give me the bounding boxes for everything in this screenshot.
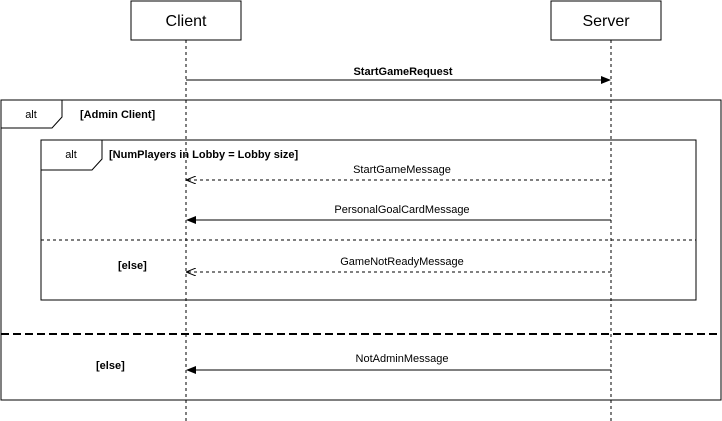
message-label: GameNotReadyMessage — [340, 256, 464, 268]
message-start-game-request: StartGameRequest — [186, 66, 611, 84]
message-label: PersonalGoalCardMessage — [334, 204, 469, 216]
inner-frame-guard: [NumPlayers in Lobby = Lobby size] — [109, 149, 299, 161]
message-label: StartGameRequest — [353, 66, 452, 78]
outer-alt-frame: alt [Admin Client] [else] — [0, 99, 722, 401]
server-participant-label: Server — [582, 13, 630, 30]
inner-alt-frame: alt [NumPlayers in Lobby = Lobby size] [… — [40, 139, 697, 301]
message-label: StartGameMessage — [353, 164, 451, 176]
inner-frame-tag: alt — [65, 149, 77, 161]
message-game-not-ready: GameNotReadyMessage — [187, 256, 611, 272]
message-personal-goal-card: PersonalGoalCardMessage — [186, 204, 611, 224]
message-not-admin: NotAdminMessage — [186, 353, 611, 374]
outer-else-guard: [else] — [96, 360, 125, 372]
outer-frame-guard: [Admin Client] — [80, 109, 155, 121]
inner-else-guard: [else] — [118, 260, 147, 272]
message-label: NotAdminMessage — [356, 353, 449, 365]
client-participant: Client — [130, 0, 242, 41]
client-participant-label: Client — [166, 13, 207, 30]
message-start-game-message: StartGameMessage — [187, 164, 611, 180]
server-participant: Server — [550, 0, 662, 41]
outer-frame-tag: alt — [25, 109, 37, 121]
